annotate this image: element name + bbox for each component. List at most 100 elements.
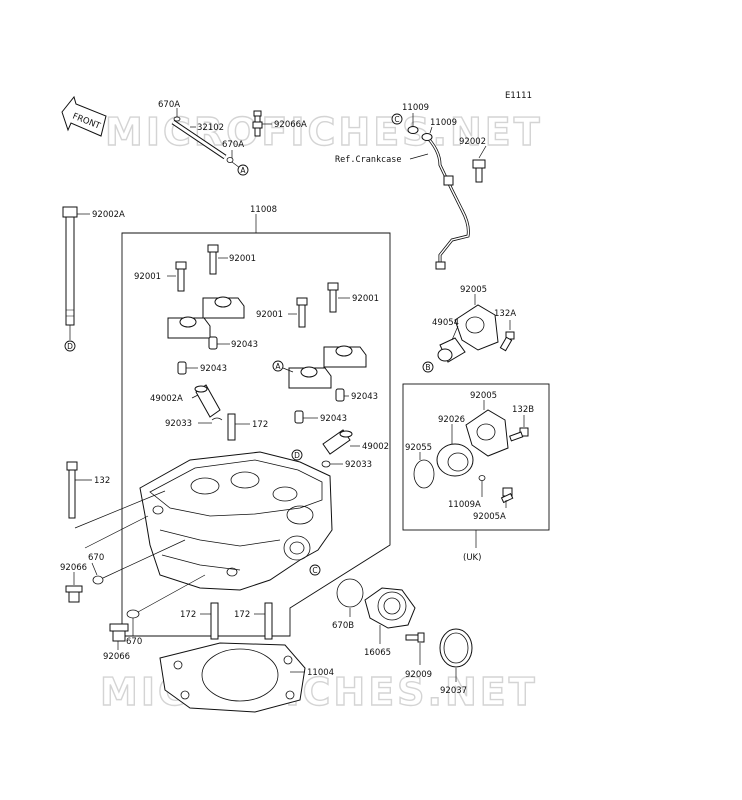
label-16065: 16065 bbox=[364, 648, 391, 658]
clip-92033-b bbox=[321, 460, 331, 468]
ref-b-right bbox=[422, 361, 434, 373]
ref-a-top bbox=[237, 164, 249, 176]
oil-pipe bbox=[423, 133, 470, 270]
ref-d-left-label: D bbox=[67, 342, 73, 351]
label-49002: 49002 bbox=[362, 442, 389, 452]
cam-cap-left-upper bbox=[202, 296, 245, 319]
label-92001-a: 92001 bbox=[134, 272, 161, 282]
label-92066-bottom: 92066 bbox=[103, 652, 130, 662]
label-92066-left: 92066 bbox=[60, 563, 87, 573]
cylinder-head bbox=[139, 451, 333, 591]
dowel-92043-a bbox=[208, 336, 218, 350]
cam-cap-left-lower bbox=[167, 316, 211, 339]
bolt-92001-b bbox=[207, 244, 219, 275]
label-92043-d: 92043 bbox=[320, 414, 347, 424]
ref-a-top-label: A bbox=[240, 166, 246, 175]
ref-d-head bbox=[291, 449, 303, 461]
washer-11009-top bbox=[407, 126, 419, 134]
housing-92026 bbox=[436, 443, 474, 477]
label-92001-c: 92001 bbox=[256, 310, 283, 320]
label-49054: 49054 bbox=[432, 318, 459, 328]
valve-guide-49002 bbox=[322, 429, 353, 455]
label-92001-d: 92001 bbox=[352, 294, 379, 304]
cam-cap-right-lower bbox=[288, 366, 332, 389]
washer-11009a bbox=[478, 475, 486, 481]
o-ring-670-bottom bbox=[126, 609, 140, 619]
label-11009-top: 11009 bbox=[402, 103, 429, 113]
plug-92066-bottom bbox=[109, 623, 129, 642]
label-670-left: 670 bbox=[88, 553, 104, 563]
label-11009-mid: 11009 bbox=[430, 118, 457, 128]
valve-guide-49002a bbox=[194, 384, 221, 418]
clip-92033-a bbox=[211, 417, 223, 421]
ref-c-top bbox=[391, 113, 403, 125]
bolt-132b bbox=[509, 427, 529, 442]
stud-172-top bbox=[227, 413, 236, 441]
label-11009a: 11009A bbox=[448, 500, 481, 510]
ref-b-right-label: B bbox=[425, 363, 430, 372]
label-32102: 32102 bbox=[197, 123, 224, 133]
label-92043-c: 92043 bbox=[351, 392, 378, 402]
label-92009: 92009 bbox=[405, 670, 432, 680]
ref-a-mid-label: A bbox=[275, 362, 281, 371]
sensor-92066a bbox=[252, 110, 263, 137]
label-92026: 92026 bbox=[438, 415, 465, 425]
ref-d-head-label: D bbox=[294, 451, 300, 460]
label-670-bottom: 670 bbox=[126, 637, 142, 647]
bolt-92001-a bbox=[175, 261, 187, 292]
label-92005-top: 92005 bbox=[460, 285, 487, 295]
label-92043-b: 92043 bbox=[200, 364, 227, 374]
label-92033-a: 92033 bbox=[165, 419, 192, 429]
bolt-132 bbox=[66, 461, 78, 519]
washer-11009-mid bbox=[421, 133, 433, 141]
ref-c-head bbox=[309, 564, 321, 576]
gasket-11004 bbox=[159, 642, 306, 713]
label-92033-b: 92033 bbox=[345, 460, 372, 470]
label-92002a: 92002A bbox=[92, 210, 125, 220]
label-92005-box: 92005 bbox=[470, 391, 497, 401]
cover-92005-top bbox=[454, 304, 499, 351]
cover-92005-box bbox=[465, 409, 509, 457]
clamp-92037 bbox=[439, 628, 473, 668]
bolt-92009 bbox=[405, 632, 425, 643]
bolt-92001-c bbox=[296, 297, 308, 328]
label-132: 132 bbox=[94, 476, 110, 486]
o-ring-670b bbox=[336, 578, 364, 608]
cam-cap-right-upper bbox=[323, 345, 367, 368]
shaft-32102 bbox=[171, 116, 234, 163]
label-172-b: 172 bbox=[234, 610, 250, 620]
label-92066a: 92066A bbox=[274, 120, 307, 130]
label-670b: 670B bbox=[332, 621, 354, 631]
label-172-top: 172 bbox=[252, 420, 268, 430]
ref-a-mid bbox=[272, 360, 284, 372]
thermostat-49054 bbox=[437, 337, 466, 363]
dowel-92043-b bbox=[177, 361, 187, 375]
dowel-92043-d bbox=[294, 410, 304, 424]
stud-172-a bbox=[210, 602, 219, 640]
stud-172-b bbox=[264, 602, 273, 640]
label-11008: 11008 bbox=[250, 205, 277, 215]
label-92055: 92055 bbox=[405, 443, 432, 453]
label-132a: 132A bbox=[494, 309, 516, 319]
bolt-92002a bbox=[62, 206, 78, 326]
o-ring-670-left bbox=[92, 575, 104, 585]
bolt-132a bbox=[499, 331, 515, 352]
diagram-code: E1111 bbox=[505, 91, 532, 101]
dowel-92043-c bbox=[335, 388, 345, 402]
ref-c-top-label: C bbox=[394, 115, 399, 124]
label-172-a: 172 bbox=[180, 610, 196, 620]
label-11004: 11004 bbox=[307, 668, 334, 678]
bolt-92002 bbox=[472, 159, 486, 183]
label-670a-mid: 670A bbox=[222, 140, 244, 150]
bolt-92001-d bbox=[327, 282, 339, 313]
label-670a-top: 670A bbox=[158, 100, 180, 110]
ref-d-left bbox=[64, 340, 76, 352]
plug-92066-left bbox=[65, 585, 83, 603]
uk-label: (UK) bbox=[463, 553, 481, 563]
ref-crankcase-label: Ref.Crankcase bbox=[335, 155, 402, 165]
label-92002: 92002 bbox=[459, 137, 486, 147]
watermark-top: MICROFICHES.NET bbox=[105, 110, 543, 154]
label-92001-b: 92001 bbox=[229, 254, 256, 264]
o-ring-92055 bbox=[413, 459, 435, 489]
